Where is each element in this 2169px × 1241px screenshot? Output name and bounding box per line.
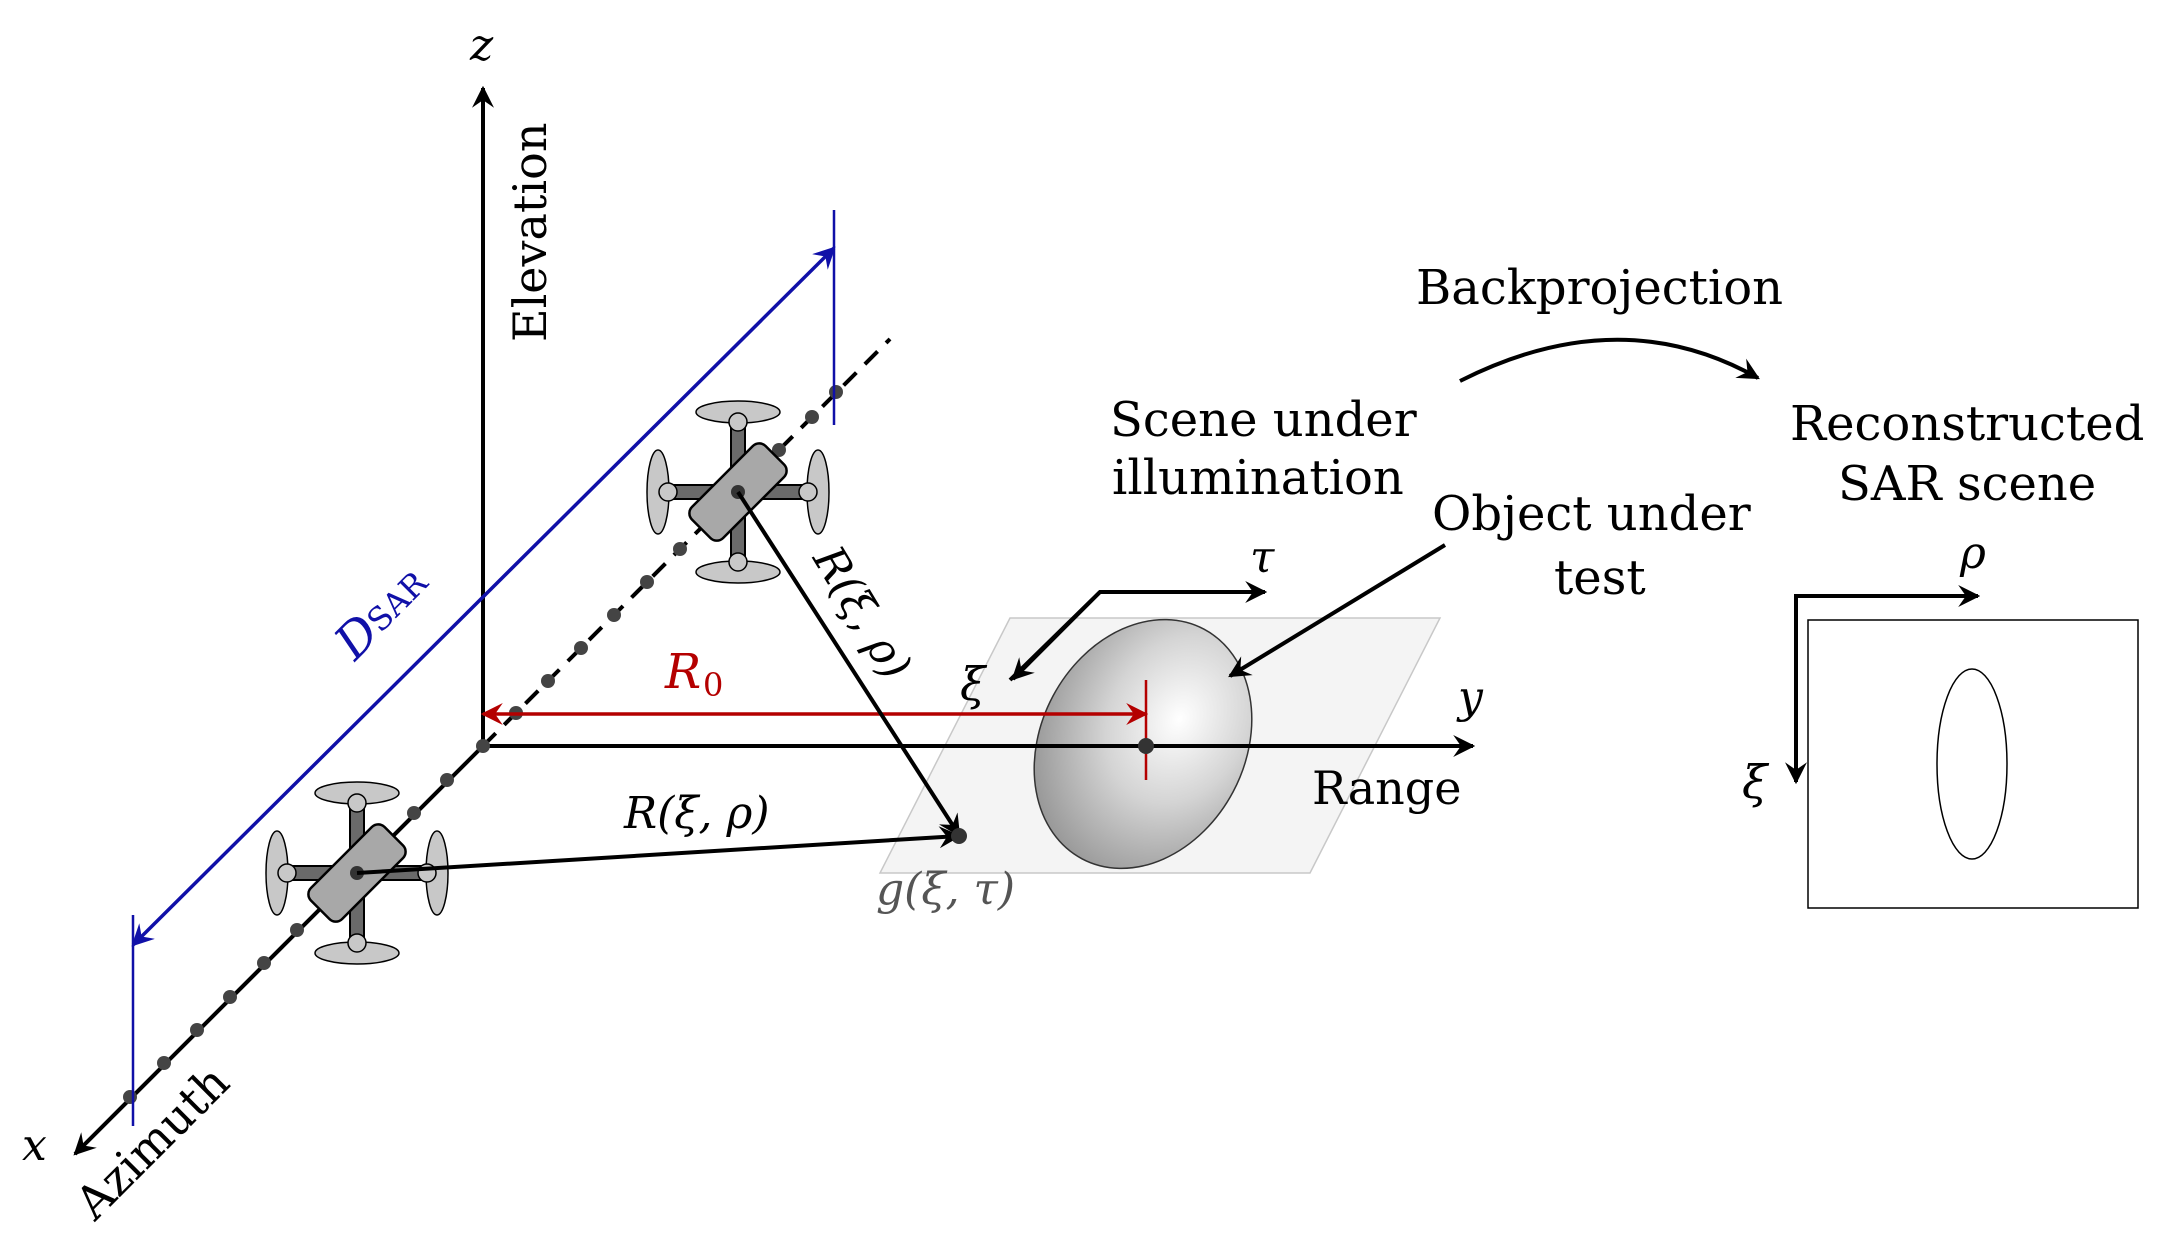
x-axis <box>73 744 485 1156</box>
recon-rho-label: ρ <box>1959 528 1986 579</box>
recon-xi-label: ξ <box>1742 755 1770 809</box>
object-label-line2: test <box>1554 550 1646 606</box>
backprojection-arrow <box>1459 337 1760 383</box>
sample-point <box>157 1056 171 1070</box>
object-pointer-arrow <box>1228 543 1447 678</box>
sample-point <box>440 773 454 787</box>
sample-point <box>829 385 843 399</box>
target-point <box>951 828 967 844</box>
svg-text:0: 0 <box>703 666 723 704</box>
sample-point <box>290 923 304 937</box>
sample-point <box>476 739 490 753</box>
scene-center-point <box>1138 738 1154 754</box>
x-axis-label: x <box>22 1120 47 1171</box>
z-axis-label: z <box>469 20 494 71</box>
range-label: Range <box>1312 761 1461 815</box>
scene-xi-label: ξ <box>960 657 988 711</box>
scene-xi-axis <box>1011 590 1102 681</box>
recon-label-line1: Reconstructed <box>1790 396 2144 452</box>
svg-text:R: R <box>664 644 701 700</box>
scene-label-line2: illumination <box>1112 450 1404 506</box>
sample-point <box>673 542 687 556</box>
azimuth-label: Azimuth <box>64 1055 240 1231</box>
sample-point <box>541 674 555 688</box>
sample-point <box>123 1090 137 1104</box>
r0-label: R 0 <box>664 644 723 704</box>
reconstructed-object <box>1936 668 2008 860</box>
sample-point <box>574 641 588 655</box>
sample-point <box>607 608 621 622</box>
d-sar-arrow <box>131 246 836 947</box>
range-vector-upper <box>736 490 961 837</box>
range-vector-lower <box>356 826 962 875</box>
sample-point <box>640 575 654 589</box>
sample-point <box>190 1023 204 1037</box>
elevation-label: Elevation <box>503 123 557 342</box>
sample-point <box>257 956 271 970</box>
sample-point <box>805 410 819 424</box>
sample-point <box>407 806 421 820</box>
scene-label-line1: Scene under <box>1110 392 1417 448</box>
backprojection-label: Backprojection <box>1416 260 1783 316</box>
d-sar-label: D SAR <box>323 563 435 671</box>
object-label-line1: Object under <box>1432 486 1751 542</box>
target-label: g(ξ, τ) <box>876 864 1015 915</box>
range-upper-label: R(ξ, ρ) <box>802 537 921 689</box>
sample-point <box>223 990 237 1004</box>
tau-label: τ <box>1250 532 1275 583</box>
recon-label-line2: SAR scene <box>1838 456 2096 512</box>
y-axis-label: y <box>1456 672 1484 723</box>
range-lower-label: R(ξ, ρ) <box>623 788 770 839</box>
